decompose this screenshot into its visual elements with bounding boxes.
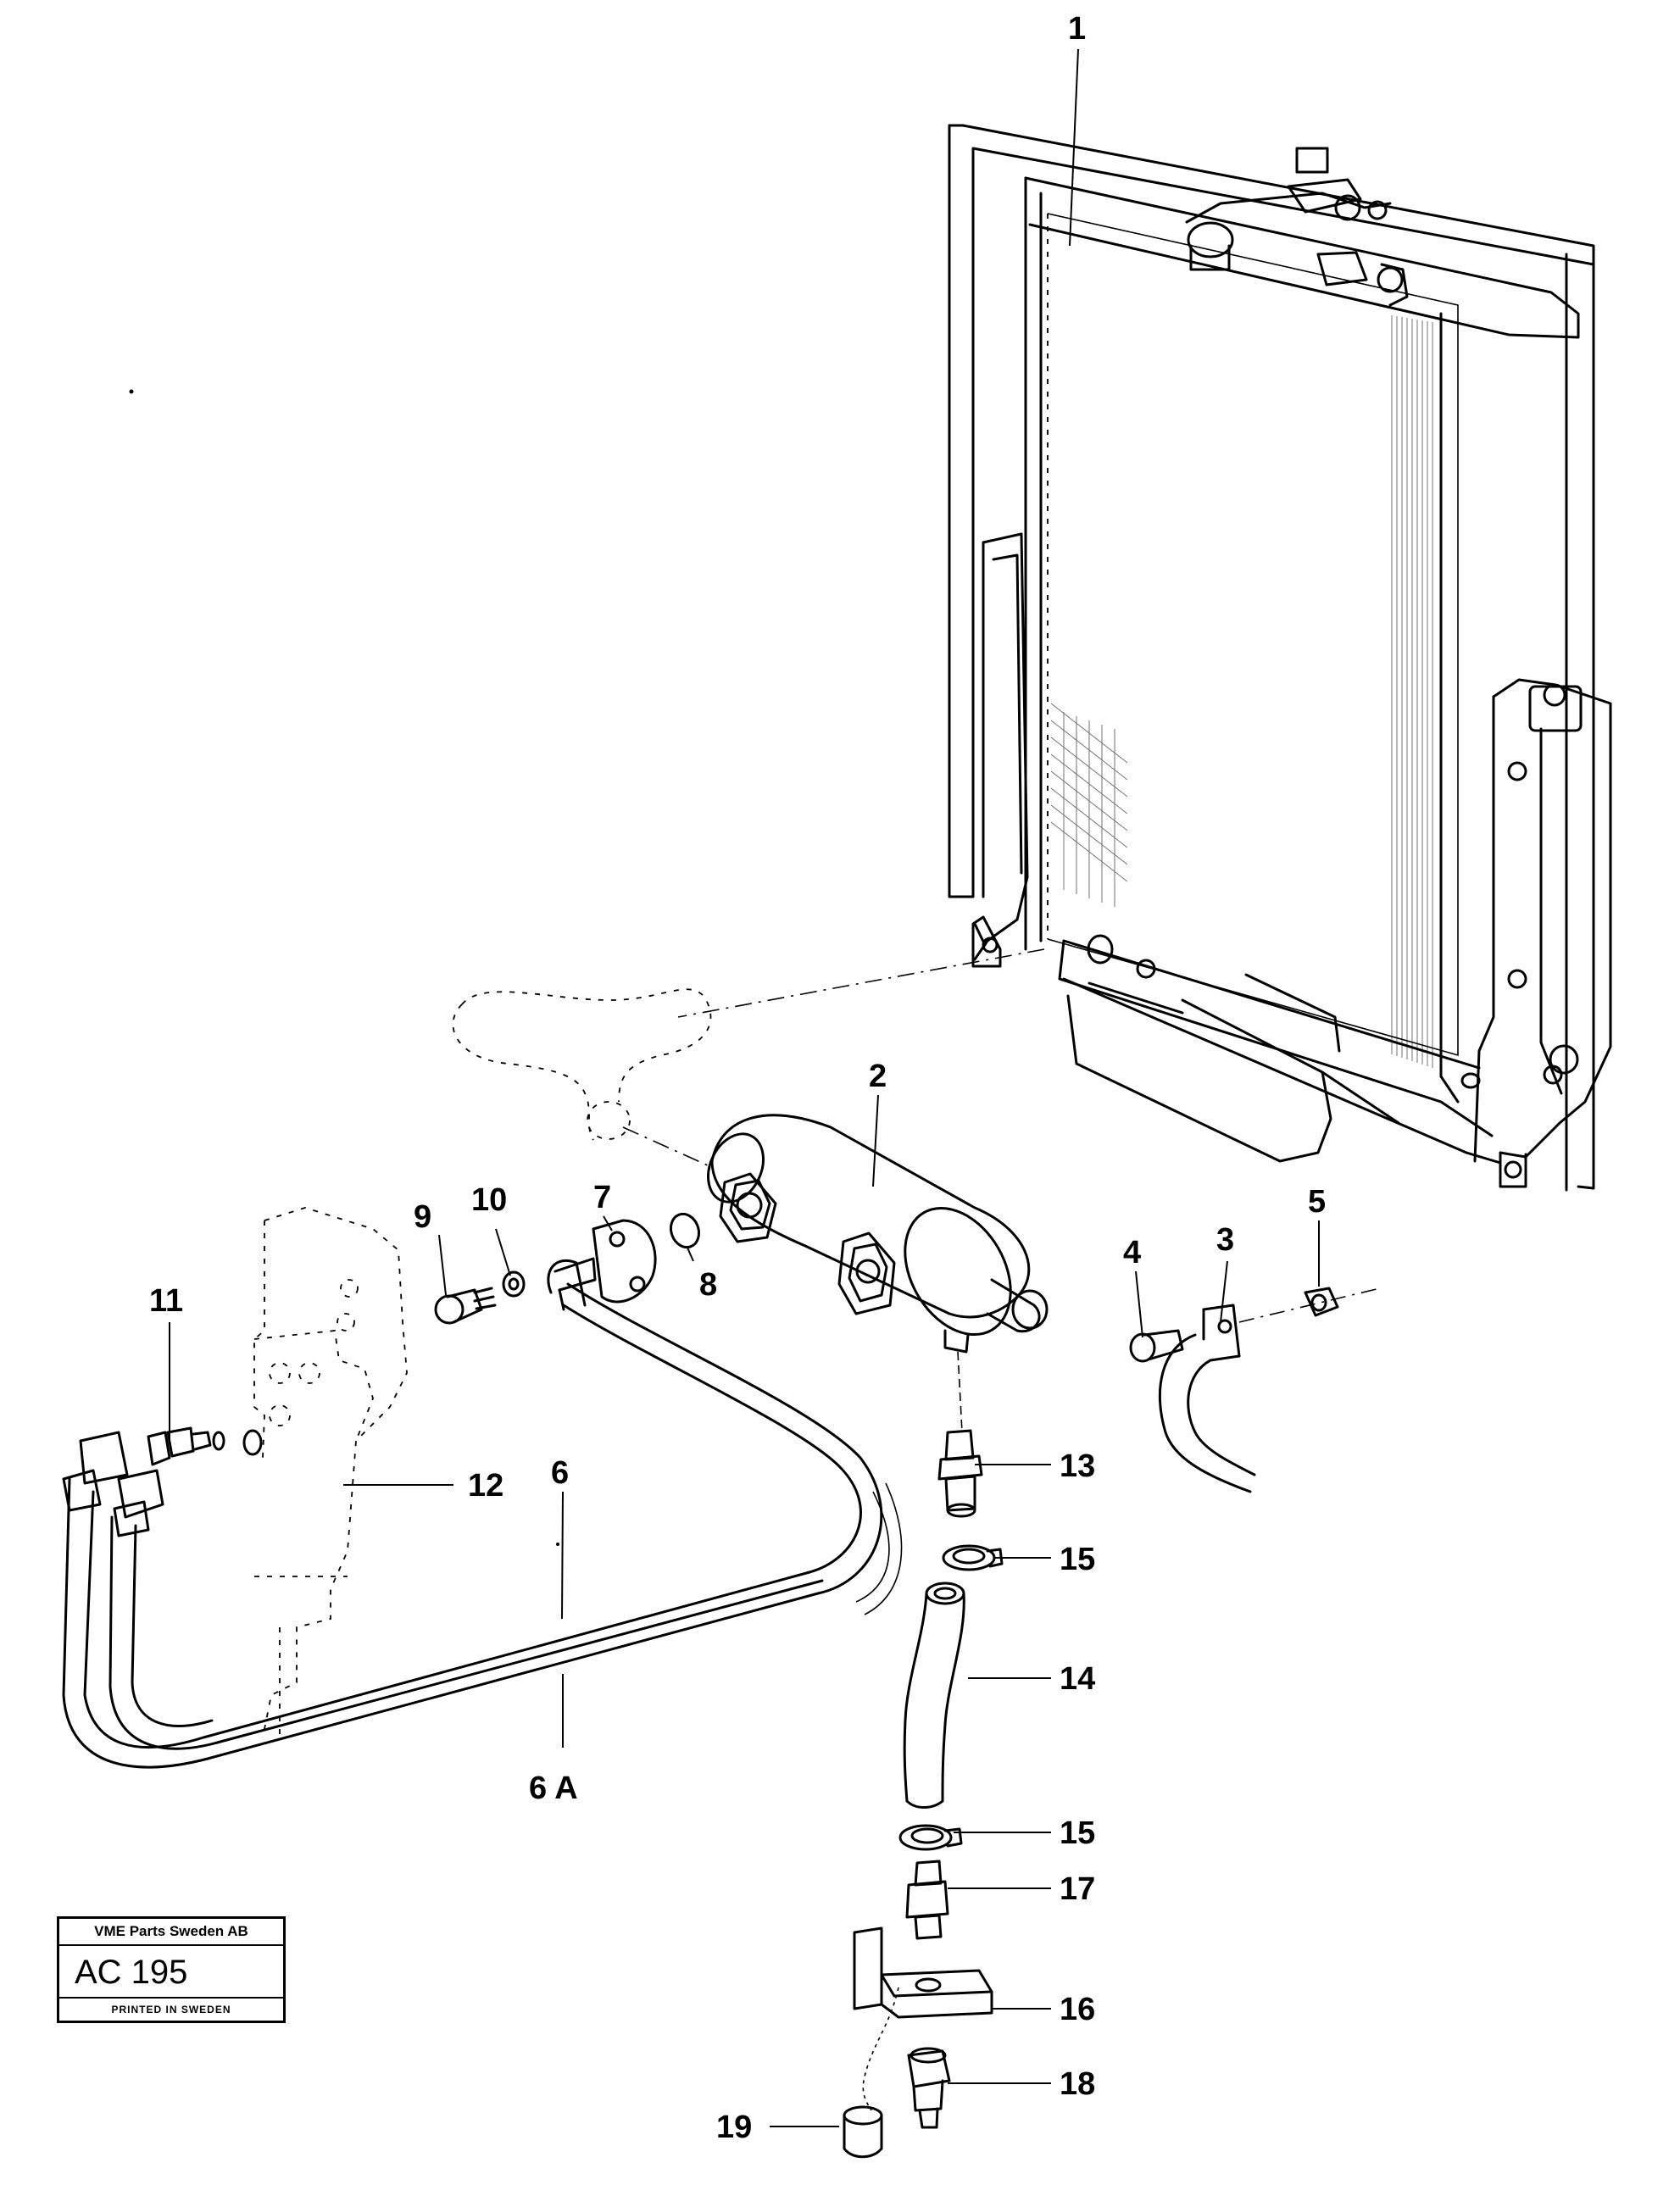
leader-lines: [169, 48, 1320, 2127]
label-7: 7: [593, 1180, 611, 1215]
label-15-lower: 15: [1060, 1815, 1095, 1851]
stamp-printed-note: PRINTED IN SWEDEN: [111, 2004, 231, 2015]
speck: [129, 389, 134, 394]
washer-10: [502, 1270, 526, 1298]
clamp-3: [1158, 1304, 1256, 1493]
title-stamp: VME Parts Sweden AB AC 195 PRINTED IN SW…: [57, 1916, 286, 2023]
hose-clamp-15b: [898, 1824, 963, 1851]
stamp-drawing-code: AC 195: [59, 1946, 283, 1999]
label-13: 13: [1060, 1448, 1095, 1484]
clamp-centerline: [1238, 1287, 1381, 1323]
label-8: 8: [699, 1267, 717, 1303]
label-12: 12: [468, 1468, 503, 1504]
screw-9: [434, 1287, 497, 1325]
label-2: 2: [869, 1059, 887, 1094]
part-labels: 1 2 3 4 5 6 6 A 7 8 9 10 11 12 13 14 15 …: [149, 11, 1326, 2145]
label-17: 17: [1060, 1871, 1095, 1907]
hose-clamp-15a: [942, 1544, 1004, 1571]
label-10: 10: [471, 1182, 507, 1218]
speck: [556, 1543, 559, 1546]
label-5: 5: [1308, 1184, 1326, 1220]
drain-hose-14: [903, 1582, 965, 1809]
label-9: 9: [414, 1199, 431, 1235]
stamp-company: VME Parts Sweden AB: [59, 1919, 283, 1946]
hoses-6-6a: [62, 1259, 903, 1769]
valve-block: [242, 1207, 408, 1738]
radiator-assembly: [948, 124, 1612, 1192]
label-4: 4: [1123, 1235, 1141, 1270]
label-14: 14: [1060, 1661, 1095, 1697]
label-6a: 6 A: [529, 1771, 578, 1806]
nipple-13: [937, 1429, 983, 1518]
nut-5: [1304, 1287, 1339, 1317]
cap-19: [843, 2105, 883, 2159]
label-15-upper: 15: [1060, 1542, 1095, 1577]
label-16: 16: [1060, 1992, 1095, 2027]
bracket-16: [853, 1926, 993, 2019]
nipple-17: [905, 1860, 949, 1940]
o-ring-8: [669, 1212, 701, 1249]
oil-cooler: [707, 1114, 1049, 1354]
upper-hose: [452, 988, 712, 1141]
flange-7: [554, 1219, 657, 1311]
label-3: 3: [1216, 1222, 1234, 1258]
adapter-11: [147, 1426, 225, 1466]
label-19: 19: [716, 2110, 752, 2145]
label-1: 1: [1068, 11, 1086, 47]
assembly-reference-line: [677, 948, 1045, 1018]
plug-18: [907, 2047, 951, 2129]
screw-4: [1129, 1329, 1184, 1363]
label-11: 11: [149, 1283, 183, 1319]
hose-to-cooler-line: [622, 1126, 709, 1166]
label-6: 6: [551, 1455, 569, 1491]
drain-centerline: [957, 1351, 963, 1433]
label-18: 18: [1060, 2066, 1095, 2102]
